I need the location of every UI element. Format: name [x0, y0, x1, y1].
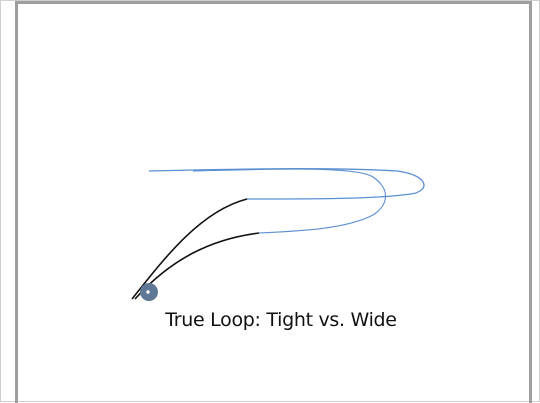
diagram-caption: True Loop: Tight vs. Wide: [165, 309, 397, 331]
frame-top-border: [15, 1, 532, 4]
frame-right-border: [529, 1, 532, 403]
frame-left-border: [15, 1, 18, 403]
wide-loop-line: [192, 168, 386, 234]
rod-tip-center-dot: [146, 290, 150, 294]
tight-leader-line: [131, 198, 248, 300]
tight-loop-line: [148, 168, 425, 200]
